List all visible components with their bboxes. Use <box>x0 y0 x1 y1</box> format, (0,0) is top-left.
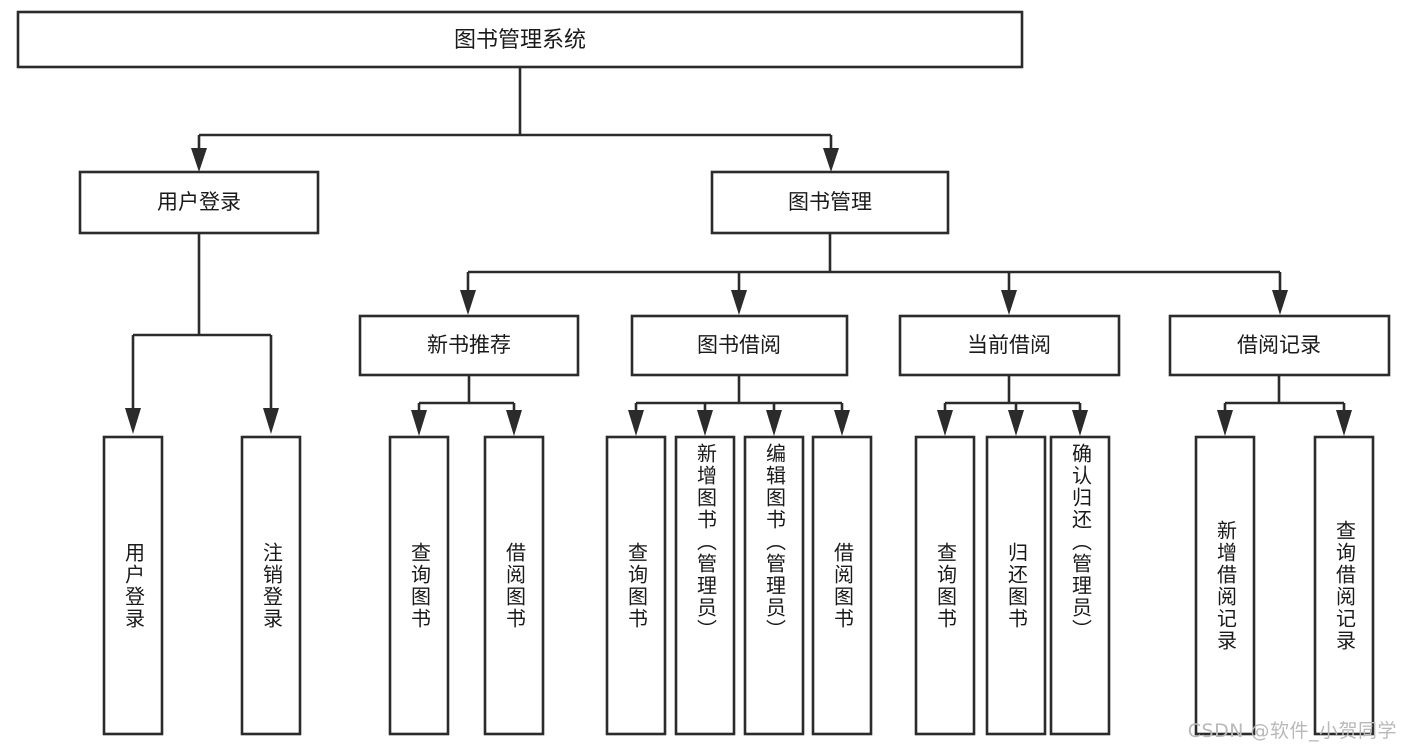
node-new-book-recommend-label: 新书推荐 <box>427 333 511 357</box>
leaf-box-cb-return-book[interactable] <box>985 435 1047 736</box>
node-book-manage-box[interactable] <box>710 170 950 235</box>
node-current-borrow[interactable]: 当前借阅 <box>898 314 1121 377</box>
node-book-manage[interactable]: 图书管理 <box>710 170 950 235</box>
arrow-down-icon <box>1072 410 1088 436</box>
leaf-box-logout[interactable] <box>240 435 302 736</box>
leaf-box-bb-add-book[interactable] <box>674 435 736 736</box>
leaf-box-cb-query-book[interactable] <box>914 435 976 736</box>
node-root-box[interactable] <box>16 10 1024 69</box>
leaf-box-brr-add-record[interactable] <box>1194 435 1256 736</box>
leaf-box-cb-confirm-return[interactable] <box>1049 435 1111 736</box>
arrow-down-icon <box>834 410 850 436</box>
arrow-down-icon <box>263 408 279 434</box>
arrow-down-icon <box>1336 410 1352 436</box>
node-borrow-record[interactable]: 借阅记录 <box>1168 314 1391 377</box>
node-root-label: 图书管理系统 <box>454 28 586 53</box>
leaf-box-nbr-query-book[interactable] <box>388 435 450 736</box>
node-root[interactable]: 图书管理系统 <box>16 10 1024 69</box>
arrow-down-icon <box>697 410 713 436</box>
arrow-down-icon <box>1008 410 1024 436</box>
arrow-down-icon <box>1001 290 1017 315</box>
arrow-down-icon <box>731 290 747 315</box>
node-book-borrow[interactable]: 图书借阅 <box>630 314 849 377</box>
node-book-borrow-box[interactable] <box>630 314 849 377</box>
leaf-box-brr-query-record[interactable] <box>1313 435 1375 736</box>
watermark-text: CSDN @软件_小贺同学 <box>1187 720 1397 742</box>
node-book-borrow-label: 图书借阅 <box>697 333 781 357</box>
node-user-login-label: 用户登录 <box>157 190 241 214</box>
arrow-down-icon <box>628 410 644 436</box>
node-current-borrow-label: 当前借阅 <box>967 333 1051 357</box>
arrow-down-icon <box>125 408 141 434</box>
leaf-box-bb-edit-book[interactable] <box>743 435 805 736</box>
leaf-box-bb-borrow-book[interactable] <box>811 435 873 736</box>
leaf-box-bb-query-book[interactable] <box>605 435 667 736</box>
leaf-box-nbr-borrow-book[interactable] <box>483 435 545 736</box>
arrow-down-icon <box>1217 410 1233 436</box>
arrow-down-icon <box>506 410 522 436</box>
node-borrow-record-box[interactable] <box>1168 314 1391 377</box>
leaf-box-user-login[interactable] <box>102 435 164 736</box>
node-borrow-record-label: 借阅记录 <box>1237 333 1321 357</box>
node-current-borrow-box[interactable] <box>898 314 1121 377</box>
arrow-down-icon <box>823 148 839 172</box>
arrow-down-icon <box>460 290 476 315</box>
arrow-down-icon <box>411 410 427 436</box>
arrow-down-icon <box>937 410 953 436</box>
node-user-login[interactable]: 用户登录 <box>78 170 320 235</box>
arrow-down-icon <box>191 148 207 172</box>
node-book-manage-label: 图书管理 <box>788 190 872 214</box>
node-new-book-recommend-box[interactable] <box>358 314 580 377</box>
arrow-down-icon <box>766 410 782 436</box>
arrow-down-icon <box>1272 290 1288 315</box>
node-new-book-recommend[interactable]: 新书推荐 <box>358 314 580 377</box>
